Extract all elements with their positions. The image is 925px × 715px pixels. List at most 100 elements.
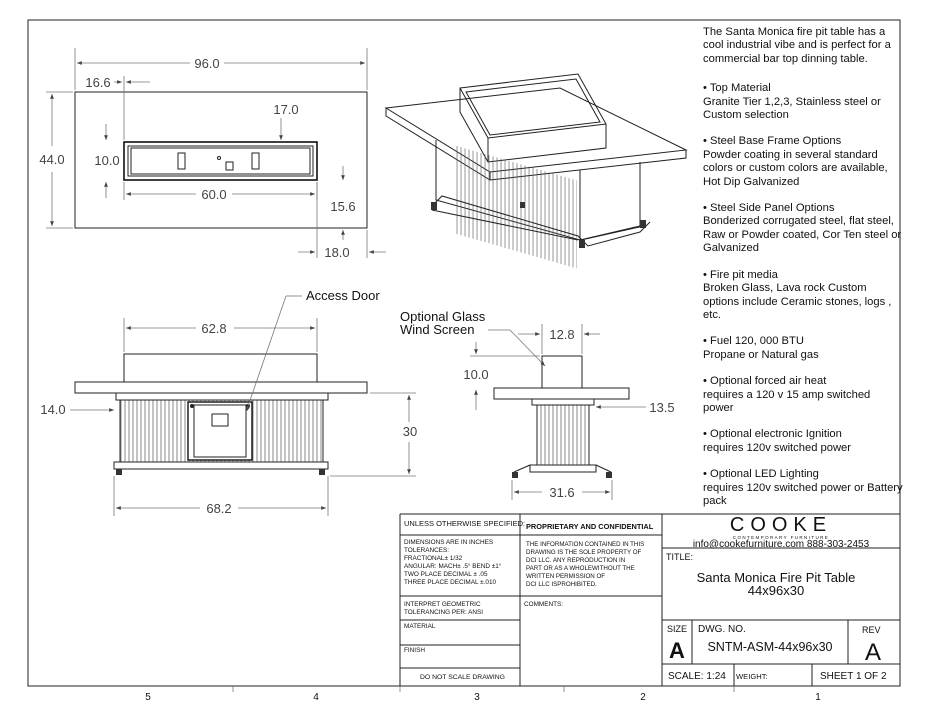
fire-pit-outline: [123, 141, 318, 181]
spec-notes: The Santa Monica fire pit table has a co…: [703, 26, 903, 521]
tb-dwg-number: SNTM-ASM-44x96x30: [707, 640, 832, 654]
dim-screen-length: 62.8: [201, 321, 226, 336]
notes-intro: The Santa Monica fire pit table has a co…: [703, 26, 891, 65]
cooke-logo: COOKE: [730, 514, 832, 536]
side-wind-screen: [541, 355, 583, 389]
tb-no-scale: DO NOT SCALE DRAWING: [420, 674, 505, 681]
note-body: Bonderized corrugated steel, flat steel,…: [703, 215, 902, 255]
dim-screen-width: 12.8: [549, 327, 574, 342]
tb-dwg-label: DWG. NO.: [698, 624, 746, 635]
dim-pit-length: 60.0: [201, 187, 226, 202]
tb-prop-5: WRITTEN PERMISSION OF: [526, 573, 605, 580]
side-view: Optional Glass Wind Screen 12.8 10.0 13.…: [400, 309, 675, 500]
dim-offset-x: 16.6: [85, 75, 110, 90]
note-title: Top Material: [703, 82, 771, 94]
dim-top-width: 44.0: [39, 152, 64, 167]
tb-unless: UNLESS OTHERWISE SPECIFIED:: [404, 519, 525, 528]
tb-title-label: TITLE:: [666, 552, 693, 562]
tb-prop-title: PROPRIETARY AND CONFIDENTIAL: [526, 522, 654, 531]
tb-dims-6: THREE PLACE DECIMAL ±.010: [404, 579, 497, 586]
zone-2: 2: [640, 692, 646, 703]
callout-glass-line2: Wind Screen: [400, 322, 474, 337]
zone-4: 4: [313, 692, 319, 703]
contact-info: info@cookefurniture.com 888-303-2453: [693, 539, 870, 550]
note-body: Broken Glass, Lava rock Custom options i…: [703, 282, 892, 321]
tb-dims-1: DIMENSIONS ARE IN INCHES: [404, 539, 493, 546]
note-body: Propane or Natural gas: [703, 348, 819, 361]
tb-prop-1: THE INFORMATION CONTAINED IN THIS: [526, 541, 644, 548]
tb-comments: COMMENTS:: [524, 601, 563, 608]
tb-prop-2: DRAWING IS THE SOLE PROPERTY OF: [526, 549, 642, 556]
dim-end-offset: 18.0: [324, 245, 349, 260]
tb-weight: WEIGHT:: [736, 672, 768, 681]
tb-dims-3: FRACTIONAL± 1/32: [404, 555, 463, 562]
tb-interpret-2: TOLERANCING PER: ANSI: [404, 609, 483, 616]
front-table-top: [74, 381, 368, 394]
dim-pit-width: 10.0: [94, 153, 119, 168]
callout-glass-line1: Optional Glass: [400, 309, 486, 324]
top-view: 96.0 44.0 16.6 17.0 10.0 60.0 15.6 18: [39, 48, 386, 260]
drawing-title: Santa Monica Fire Pit Table: [697, 570, 856, 585]
note-title: Optional forced air heat: [703, 375, 826, 387]
tb-dims-5: TWO PLACE DECIMAL ± .05: [404, 571, 488, 578]
tb-finish: FINISH: [404, 647, 425, 654]
front-wind-screen: [123, 353, 318, 383]
tb-sheet: SHEET 1 OF 2: [820, 671, 887, 682]
note-title: Fire pit media: [703, 269, 778, 281]
drawing-subtitle: 44x96x30: [748, 583, 804, 598]
note-title: Steel Side Panel Options: [703, 202, 834, 214]
tb-size-value: A: [669, 638, 685, 663]
note-title: Optional electronic Ignition: [703, 428, 842, 440]
zone-5: 5: [145, 692, 151, 703]
tb-scale: SCALE: 1:24: [668, 671, 726, 682]
tb-material: MATERIAL: [404, 623, 436, 630]
tb-dims-4: ANGULAR: MACH± .5° BEND ±1°: [404, 562, 502, 570]
isometric-view: [384, 73, 688, 269]
note-title: Optional LED Lighting: [703, 468, 819, 480]
tb-prop-6: DCI LLC ISPROHIBITED.: [526, 581, 597, 588]
dim-overhang: 13.5: [649, 400, 674, 415]
tb-rev-value: A: [865, 639, 881, 666]
dim-top-thickness: 14.0: [40, 402, 65, 417]
note-body: Powder coating in several standard color…: [703, 148, 888, 188]
dim-top-length: 96.0: [194, 56, 219, 71]
callout-access-door: Access Door: [306, 288, 380, 303]
dim-base-width: 31.6: [549, 485, 574, 500]
tb-size-label: SIZE: [667, 624, 687, 634]
dim-height: 30: [403, 424, 417, 439]
tb-rev-label: REV: [862, 625, 881, 635]
dim-screen-height: 10.0: [463, 367, 488, 382]
tb-prop-3: DCI LLC. ANY REPRODUCTION IN: [526, 557, 625, 564]
tb-dims-2: TOLERANCES:: [404, 547, 449, 554]
table-top-outline: [74, 91, 368, 229]
note-body: Granite Tier 1,2,3, Stainless steel or C…: [703, 95, 881, 122]
zone-1: 1: [815, 692, 821, 703]
note-body: requires 120v switched power: [703, 441, 851, 454]
dim-offset-y: 15.6: [330, 199, 355, 214]
title-block: UNLESS OTHERWISE SPECIFIED: DIMENSIONS A…: [399, 513, 900, 686]
zone-markers: 5 4 3 2 1: [145, 686, 821, 703]
access-door: [187, 401, 253, 461]
cooke-logo-sub: CONTEMPORARY FURNITURE: [733, 535, 829, 540]
dim-base-length: 68.2: [206, 501, 231, 516]
note-title: Steel Base Frame Options: [703, 135, 841, 147]
note-body: requires 120v switched power or Battery …: [703, 481, 903, 507]
note-title: Fuel 120, 000 BTU: [703, 335, 804, 347]
tb-interpret-1: INTERPRET GEOMETRIC: [404, 601, 481, 608]
zone-3: 3: [474, 692, 480, 703]
side-table-top: [493, 387, 630, 400]
sheet-border: [27, 19, 901, 687]
tb-prop-4: PART OR AS A WHOLEWITHOUT THE: [526, 565, 635, 572]
front-view: Access Door 62.8 14.0 30 68.2: [40, 288, 417, 516]
dim-burner-length: 17.0: [273, 102, 298, 117]
note-body: requires a 120 v 15 amp switched power: [703, 388, 871, 414]
